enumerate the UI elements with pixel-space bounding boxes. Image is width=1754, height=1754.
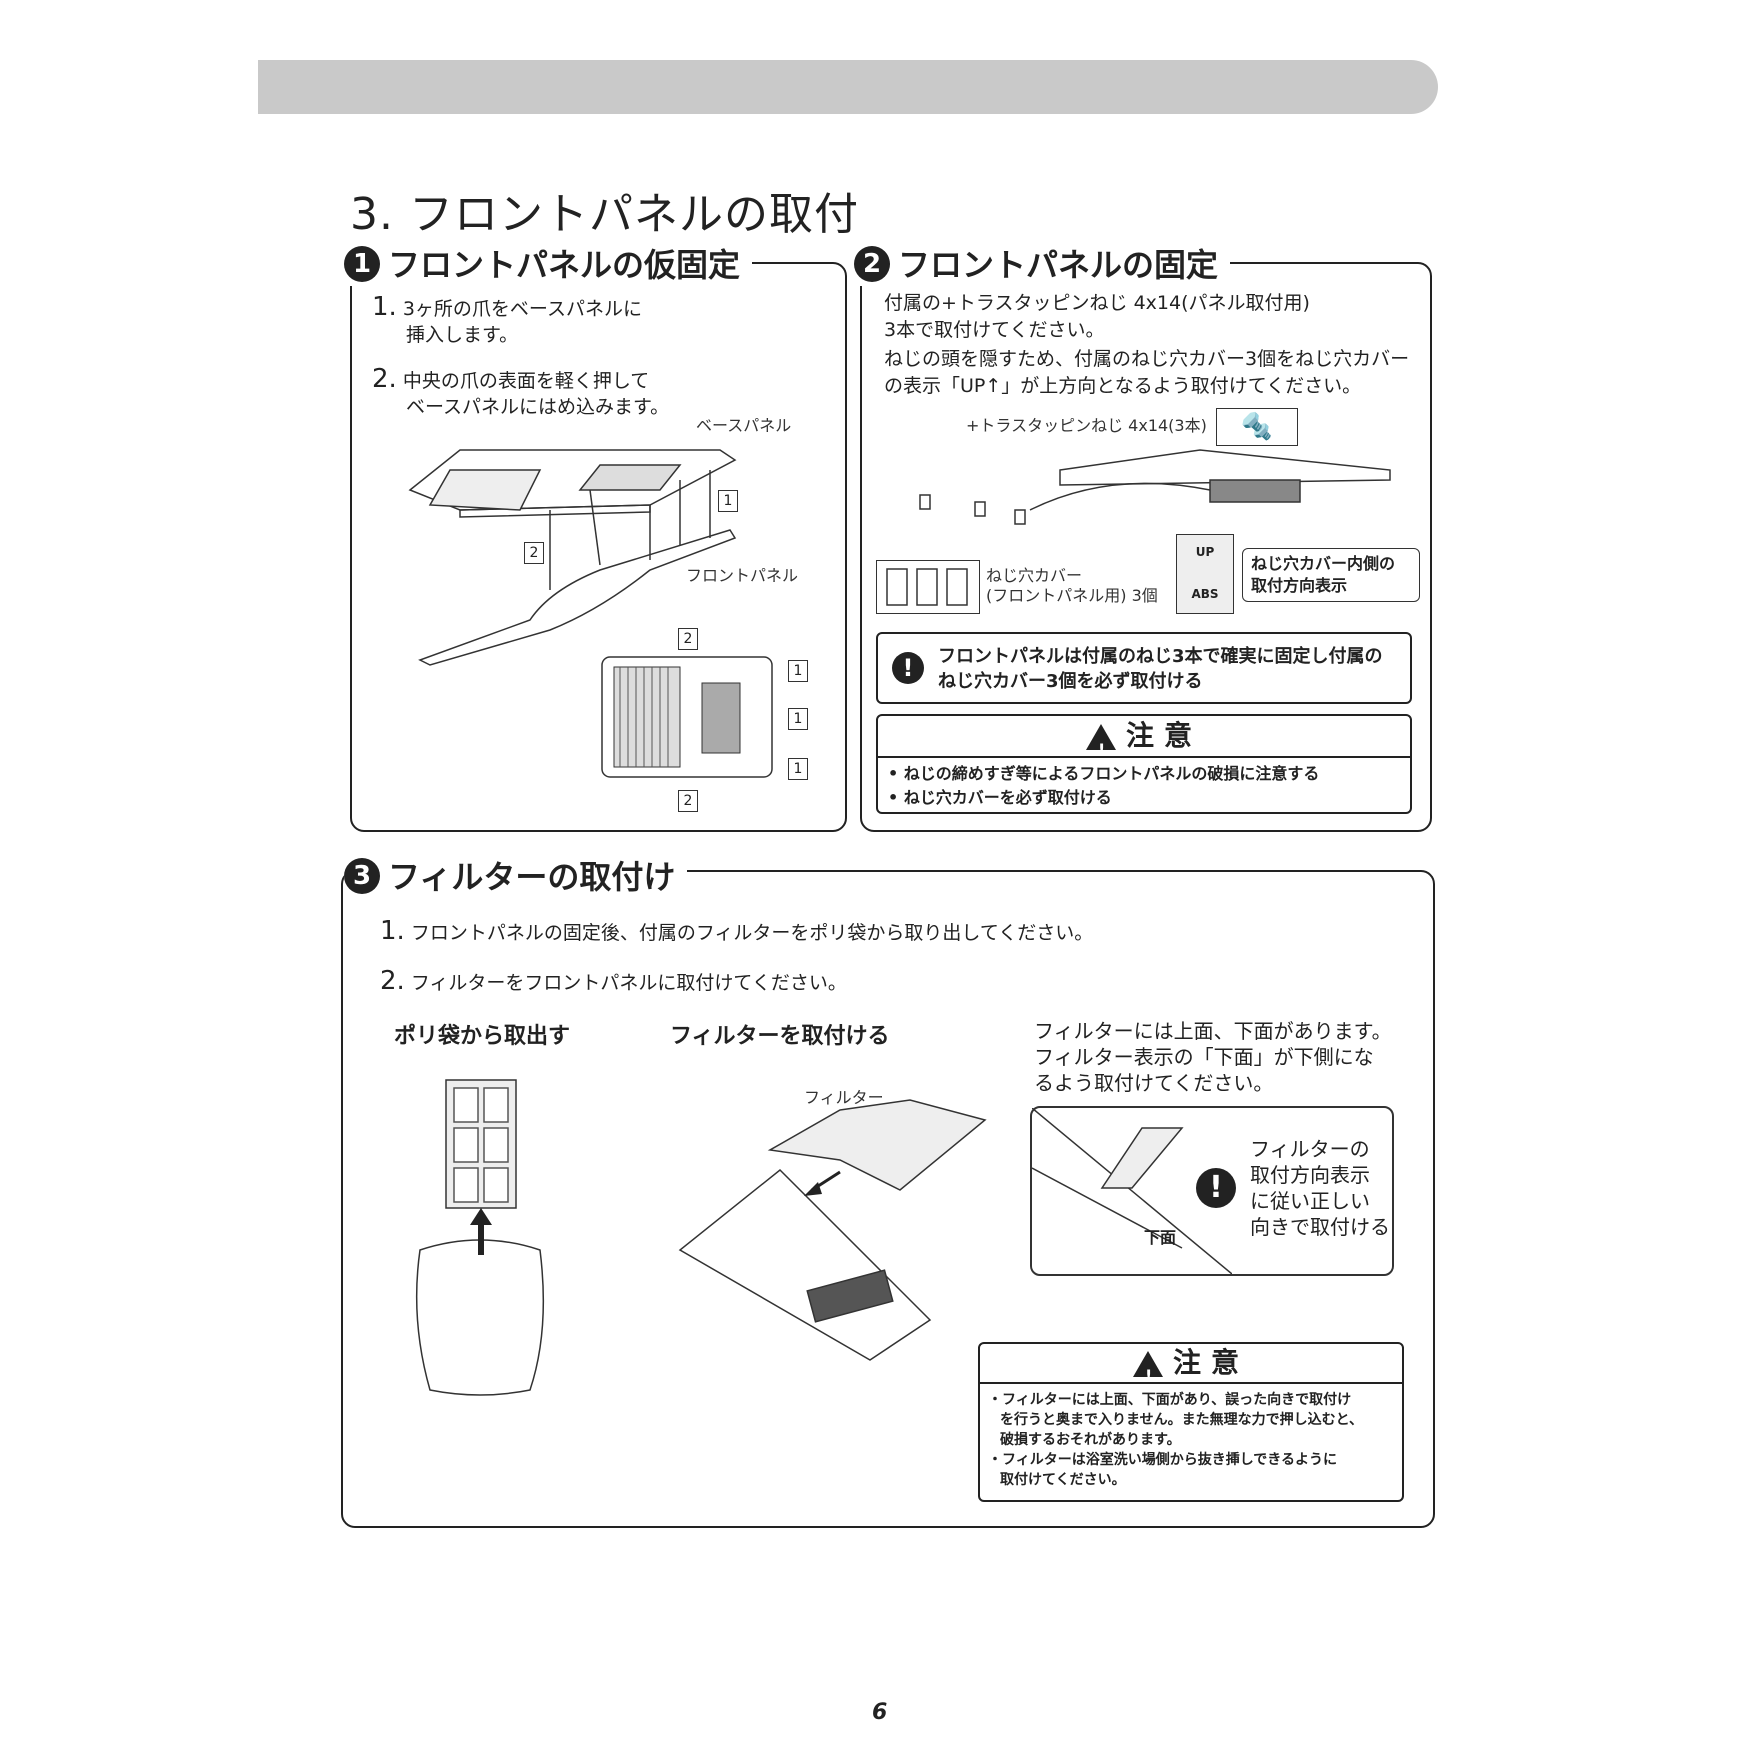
sec1-step2-line2: ベースパネルにはめ込みます。 bbox=[406, 396, 670, 418]
mark-2-top: 2 bbox=[678, 628, 698, 650]
sec3-step1-text: フロントパネルの固定後、付属のフィルターをポリ袋から取り出してください。 bbox=[410, 922, 1094, 944]
panel-assembly-illustration bbox=[408, 449, 737, 666]
sec1-step1-line2: 挿入します。 bbox=[406, 324, 519, 346]
filter-detail-illustration bbox=[1032, 1108, 1232, 1274]
label-direction: ねじ穴カバー内側の 取付方向表示 bbox=[1242, 548, 1420, 602]
sec3-step2: 2.フィルターをフロントパネルに取付けてください。 bbox=[380, 968, 847, 996]
header-bar bbox=[258, 60, 1438, 114]
filter-bag-illustration bbox=[415, 1079, 545, 1396]
section3-number: 3 bbox=[344, 858, 380, 894]
sec3-caution-box: 注意 ・フィルターには上面、下面があり、誤った向きで取付け を行うと奥まで入りま… bbox=[978, 1342, 1404, 1502]
sec2-notice-line1: フロントパネルは付属のねじ3本で確実に固定し付属の bbox=[938, 646, 1383, 667]
sec2-text2: 3本で取付けてください。 bbox=[884, 319, 1105, 341]
screw-icons-box: 🔩 bbox=[1216, 408, 1298, 446]
screw-icon: 🔩 bbox=[1240, 412, 1274, 442]
sec2-caution-item1: • ねじの締めすぎ等によるフロントパネルの破損に注意する bbox=[888, 764, 1320, 783]
sec2-notice-text: フロントパネルは付属のねじ3本で確実に固定し付属の ねじ穴カバー3個を必ず取付け… bbox=[938, 644, 1383, 694]
sec1-step2-line1: 中央の爪の表面を軽く押して bbox=[402, 370, 650, 392]
sec3-step2-text: フィルターをフロントパネルに取付けてください。 bbox=[410, 972, 847, 994]
sec3-caution-header: 注意 bbox=[980, 1344, 1402, 1395]
sec3-caution-line3: 破損するおそれがあります。 bbox=[1000, 1432, 1181, 1448]
mark-1-right-a: 1 bbox=[788, 660, 808, 682]
sec1-step2: 2.中央の爪の表面を軽く押して ベースパネルにはめ込みます。 bbox=[372, 366, 669, 420]
cover-inner-illustration: UP ABS bbox=[1176, 534, 1234, 614]
sec3-caution-line2: を行うと奥まで入りません。また無理な力で押し込むと、 bbox=[1000, 1412, 1364, 1428]
label-cover: ねじ穴カバー (フロントパネル用) 3個 bbox=[986, 566, 1158, 606]
section1-title: フロントパネルの仮固定 bbox=[388, 246, 741, 284]
warning-triangle-icon bbox=[1132, 1351, 1163, 1395]
sec2-intro: 付属の+トラスタッピンねじ 4x14(パネル取付用) 3本で取付けてください。 … bbox=[884, 290, 1409, 400]
filter-direction-mark: 下面 bbox=[1144, 1228, 1177, 1247]
label-filter: フィルター bbox=[804, 1088, 884, 1107]
sec2-caution-title: 注意 bbox=[1125, 719, 1202, 752]
mark-1-right-b: 1 bbox=[788, 708, 808, 730]
sec2-caution-item2: • ねじ穴カバーを必ず取付ける bbox=[888, 788, 1112, 807]
label-base-panel: ベースパネル bbox=[696, 416, 792, 435]
sec1-step1: 1.3ヶ所の爪をベースパネルに 挿入します。 bbox=[372, 294, 642, 348]
sec1-step1-line1: 3ヶ所の爪をベースパネルに bbox=[402, 298, 642, 320]
sec3-note-line3: るよう取付けてください。 bbox=[1034, 1071, 1274, 1095]
sec1-step1-num: 1. bbox=[372, 292, 397, 322]
section3-title: フィルターの取付け bbox=[388, 858, 676, 896]
cover-abs-mark: ABS bbox=[1191, 587, 1219, 601]
sec3-step1-num: 1. bbox=[380, 916, 405, 946]
label-cover-2: (フロントパネル用) 3個 bbox=[986, 586, 1158, 605]
sec3-caution-line1: ・フィルターには上面、下面があり、誤った向きで取付け bbox=[988, 1392, 1352, 1408]
sec3-note: フィルターには上面、下面があります。 フィルター表示の「下面」が下側にな るよう… bbox=[1034, 1018, 1392, 1096]
label-cover-1: ねじ穴カバー bbox=[986, 566, 1083, 585]
sec2-caution-header: 注意 bbox=[878, 716, 1410, 770]
sec2-caution-box: 注意 • ねじの締めすぎ等によるフロントパネルの破損に注意する • ねじ穴カバー… bbox=[876, 714, 1412, 814]
sec3-caution-line4: ・フィルターは浴室洗い場側から抜き挿しできるように bbox=[988, 1452, 1338, 1468]
exclamation-icon: ! bbox=[892, 652, 924, 684]
sec3-step2-num: 2. bbox=[380, 966, 405, 996]
filter-detail-line2: 取付方向表示 bbox=[1250, 1163, 1370, 1187]
filter-detail-text: フィルターの 取付方向表示 に従い正しい 向きで取付ける bbox=[1250, 1136, 1390, 1240]
filter-install-illustration bbox=[678, 1099, 987, 1361]
filter-detail-line1: フィルターの bbox=[1250, 1137, 1370, 1161]
sec3-caution-list: ・フィルターには上面、下面があり、誤った向きで取付け を行うと奥まで入りません。… bbox=[980, 1384, 1402, 1496]
page-title: 3. フロントパネルの取付 bbox=[350, 189, 859, 240]
filter-detail-line3: に従い正しい bbox=[1250, 1189, 1370, 1213]
cover-icon bbox=[886, 568, 968, 606]
label-direction-2: 取付方向表示 bbox=[1251, 576, 1348, 595]
sec2-text4: の表示「UP↑」が上方向となるよう取付けてください。 bbox=[884, 375, 1362, 397]
section1-number: 1 bbox=[344, 246, 380, 282]
section2-title: フロントパネルの固定 bbox=[898, 246, 1219, 284]
mark-2-box: 2 bbox=[524, 542, 544, 564]
filter-detail-box: 下面 ! フィルターの 取付方向表示 に従い正しい 向きで取付ける bbox=[1030, 1106, 1394, 1276]
exclamation-icon: ! bbox=[1196, 1168, 1236, 1208]
front-panel-screw-illustration bbox=[919, 449, 1391, 525]
cover-icons-box bbox=[876, 560, 980, 614]
sec2-notice-line2: ねじ穴カバー3個を必ず取付ける bbox=[938, 671, 1203, 692]
mark-1-box: 1 bbox=[718, 490, 738, 512]
sec3-note-line1: フィルターには上面、下面があります。 bbox=[1034, 1019, 1392, 1043]
mark-1-right-c: 1 bbox=[788, 758, 808, 780]
label-direction-1: ねじ穴カバー内側の bbox=[1251, 554, 1396, 573]
sec1-step2-num: 2. bbox=[372, 364, 397, 394]
sec3-step1: 1.フロントパネルの固定後、付属のフィルターをポリ袋から取り出してください。 bbox=[380, 918, 1093, 946]
label-screw: +トラスタッピンねじ 4x14(3本) bbox=[966, 416, 1207, 435]
page-number: 6 bbox=[872, 1700, 888, 1725]
cover-up-mark: UP bbox=[1195, 545, 1215, 559]
sec2-text3: ねじの頭を隠すため、付属のねじ穴カバー3個をねじ穴カバー bbox=[884, 348, 1410, 370]
filter-detail-line4: 向きで取付ける bbox=[1250, 1215, 1390, 1239]
label-front-panel: フロントパネル bbox=[686, 566, 799, 585]
warning-triangle-icon bbox=[1085, 724, 1116, 770]
sec2-text1: 付属の+トラスタッピンねじ 4x14(パネル取付用) bbox=[884, 292, 1310, 314]
sec2-caution-list: • ねじの締めすぎ等によるフロントパネルの破損に注意する • ねじ穴カバーを必ず… bbox=[878, 758, 1410, 814]
sec2-notice-box: ! フロントパネルは付属のねじ3本で確実に固定し付属の ねじ穴カバー3個を必ず取… bbox=[876, 632, 1412, 704]
section2-number: 2 bbox=[854, 246, 890, 282]
sec3-caution-line5: 取付けてください。 bbox=[1000, 1472, 1126, 1488]
sec3-heading-b: フィルターを取付ける bbox=[670, 1024, 890, 1049]
section3-box bbox=[341, 870, 1435, 1528]
panel-topview-illustration bbox=[601, 656, 773, 778]
sec3-note-line2: フィルター表示の「下面」が下側にな bbox=[1034, 1045, 1374, 1069]
sec3-heading-a: ポリ袋から取出す bbox=[394, 1024, 571, 1049]
sec3-caution-title: 注意 bbox=[1172, 1346, 1249, 1379]
mark-2-bottom: 2 bbox=[678, 790, 698, 812]
